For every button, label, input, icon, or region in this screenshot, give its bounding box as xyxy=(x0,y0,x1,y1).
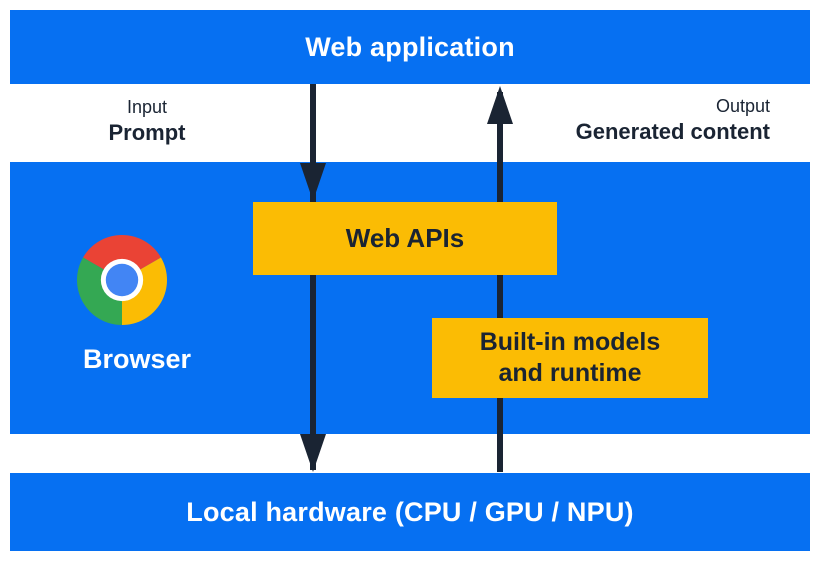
browser-label: Browser xyxy=(82,344,192,374)
output-value: Generated content xyxy=(575,119,770,144)
builtin-models-box: Built-in models and runtime xyxy=(432,318,708,398)
local-hardware-bar: Local hardware (CPU / GPU / NPU) xyxy=(10,473,810,551)
input-labels: Input Prompt xyxy=(85,95,209,146)
chrome-logo-icon xyxy=(77,235,167,325)
input-caption: Input xyxy=(126,97,168,117)
web-apis-label: Web APIs xyxy=(345,223,465,253)
prompt-arrowhead-to-hardware xyxy=(300,434,326,472)
builtin-models-label-line2: and runtime xyxy=(498,359,642,387)
input-value: Prompt xyxy=(108,120,186,145)
generated-content-arrowhead xyxy=(487,86,513,124)
prompt-down-arrow-line xyxy=(310,84,316,470)
output-labels: Output Generated content xyxy=(450,94,770,145)
chrome-logo-svg xyxy=(77,235,167,325)
web-application-bar: Web application xyxy=(10,10,810,84)
builtin-models-label-line1: Built-in models xyxy=(479,328,661,356)
web-application-label: Web application xyxy=(305,31,515,62)
web-apis-box: Web APIs xyxy=(253,202,557,275)
local-hardware-label: Local hardware (CPU / GPU / NPU) xyxy=(186,496,634,527)
prompt-arrowhead-to-web-apis xyxy=(300,163,326,201)
generated-content-up-arrow-line xyxy=(497,92,503,472)
output-caption: Output xyxy=(715,96,770,116)
